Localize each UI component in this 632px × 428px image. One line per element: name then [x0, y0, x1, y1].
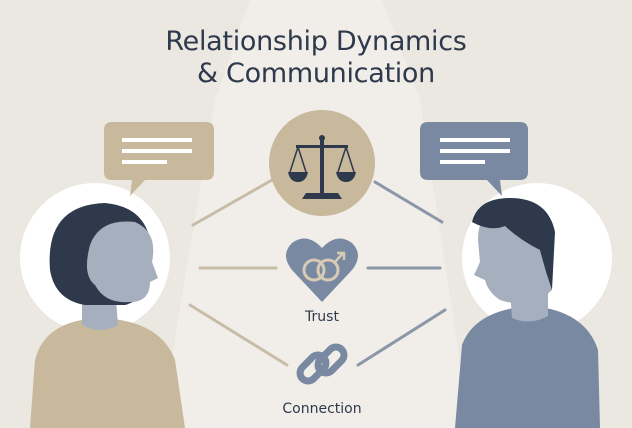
- trust-label: Trust: [305, 309, 339, 325]
- man-avatar: [455, 183, 612, 428]
- heart-rings-icon: [286, 238, 358, 302]
- connector-lines: [188, 178, 447, 367]
- title-line-1: Relationship Dynamics: [165, 26, 467, 57]
- title-line-2: & Communication: [197, 58, 435, 89]
- woman-avatar: [20, 183, 185, 428]
- speech-bubble-icon: [104, 122, 214, 196]
- balance-scale-icon: [269, 110, 375, 216]
- connection-label: Connection: [282, 401, 362, 417]
- chain-link-icon: [296, 343, 348, 385]
- speech-bubble-icon: [420, 122, 528, 196]
